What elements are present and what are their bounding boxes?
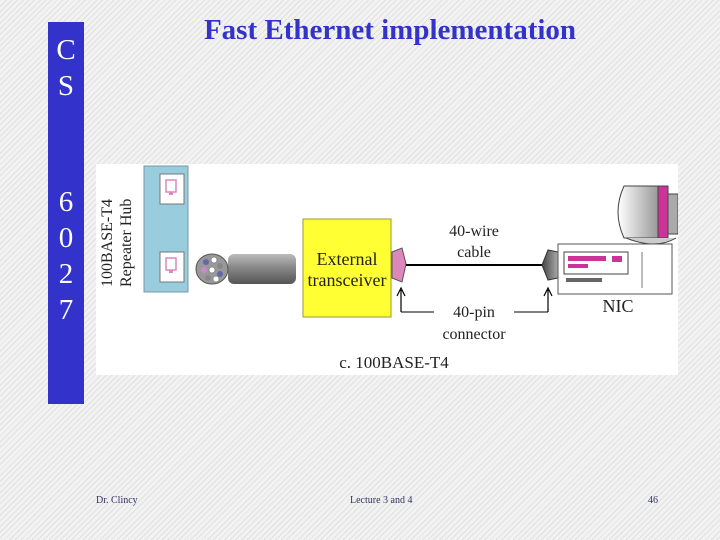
footer-author: Dr. Clincy [96,495,138,506]
footer-page-number: 46 [648,495,658,506]
twisted-pair-cable [195,253,296,285]
external-transceiver: External transceiver [302,218,392,318]
transceiver-label-line2: transceiver [308,270,387,290]
cable-label-line1: 40-wire [449,223,499,240]
sidebar-letter: 2 [58,258,74,290]
hub-label-line1: 100BASE-T4 [99,199,116,287]
connector-left [391,247,407,283]
sidebar-letter: 0 [58,222,74,254]
hub-label-line2: Repeater Hub [118,199,135,287]
slide-title: Fast Ethernet implementation [203,14,577,46]
wire-bundle-end [195,253,229,285]
figure-caption: c. 100BASE-T4 [339,353,449,372]
rj45-port-icon [159,173,185,205]
forty-wire-cable: 40-wire cable [391,223,559,283]
sidebar-letter: 6 [58,186,74,218]
connector-label-line1: 40-pin [453,304,495,321]
connector-right [541,249,559,281]
sidebar-letter: 7 [58,294,74,326]
sidebar-letter: C [56,34,76,66]
computer: NIC [557,185,678,316]
transceiver-label-line1: External [317,249,378,269]
connector-label-line2: connector [442,326,506,343]
connector-callout: 40-pin connector [396,286,553,343]
nic-label: NIC [603,296,634,316]
sidebar-bar: C S 6 0 2 7 [48,22,84,404]
network-diagram: 100BASE-T4 Repeater Hub External transce… [96,164,678,375]
footer-lecture: Lecture 3 and 4 [350,495,413,506]
rj45-port-icon [159,251,185,283]
transceiver-box [302,218,392,318]
nic-card [568,256,606,261]
sidebar-letter: S [57,70,75,102]
repeater-hub: 100BASE-T4 Repeater Hub [99,165,189,293]
cable-label-line2: cable [457,244,491,261]
pc-case [557,243,673,295]
monitor-icon [617,185,678,245]
